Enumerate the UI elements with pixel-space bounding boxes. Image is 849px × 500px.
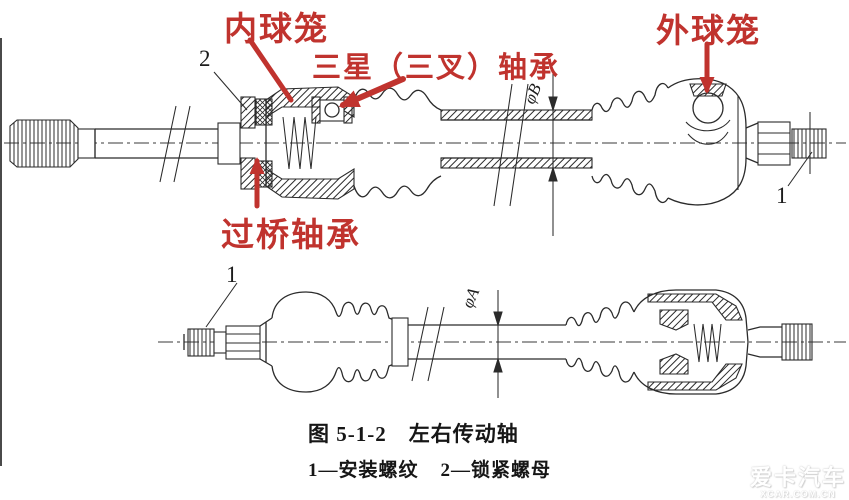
spline-stub-left: [9, 119, 79, 168]
spline-stub-bottom-right: [781, 323, 813, 361]
page-edge-artifact: [0, 38, 2, 466]
joint-spring: [282, 116, 317, 170]
legend-install-thread: 1—安装螺纹: [308, 460, 419, 481]
inner-boot-bottom-diagram: [565, 301, 635, 327]
top-driveshaft-drawing: [4, 71, 846, 236]
threaded-end-top: [791, 128, 827, 159]
label-bridge-bearing: 过桥轴承: [221, 218, 361, 254]
leader-lock-nut: [213, 71, 248, 111]
inner-joint-housing-bottom: [633, 289, 749, 395]
watermark-brand: 爱卡汽车: [749, 465, 846, 490]
callout-1-thread-bottom: 1: [226, 262, 238, 287]
label-outer-cage: 外球笼: [656, 14, 761, 50]
tripod-roller: [319, 99, 345, 122]
figure-caption: 图 5-1-2 左右传动轴 1—安装螺纹 2—锁紧螺母: [308, 418, 551, 482]
outer-boot: [591, 82, 669, 113]
figure-number: 图 5-1-2: [308, 422, 387, 446]
tripod-bearing-pointer: [338, 76, 406, 108]
inner-cage-pointer: [247, 37, 294, 103]
callout-1-thread-top: 1: [776, 183, 788, 208]
watermark-site: XCAR.COM.CN: [760, 489, 836, 499]
outer-boot-bottom-diagram: [271, 291, 395, 321]
lock-nut-section: [240, 96, 256, 129]
label-inner-cage: 内球笼: [224, 12, 329, 48]
leader-thread-top: [787, 151, 813, 187]
break-lines-bottom: [411, 306, 445, 382]
leader-thread-bottom: [205, 282, 238, 328]
break-lines-left: [159, 105, 191, 183]
figure-title: 左右传动轴: [408, 422, 519, 446]
label-tripod-bearing: 三星（三叉）轴承: [312, 52, 561, 84]
watermark: 爱卡汽车 XCAR.COM.CN: [750, 467, 846, 499]
callout-2-lock-nut: 2: [199, 46, 211, 71]
joint-spring-bottom: [693, 323, 722, 363]
bottom-driveshaft-drawing: [158, 282, 846, 398]
threaded-end-bottom: [187, 328, 215, 357]
break-lines-right: [493, 83, 529, 207]
legend-lock-nut: 2—锁紧螺母: [440, 460, 552, 481]
